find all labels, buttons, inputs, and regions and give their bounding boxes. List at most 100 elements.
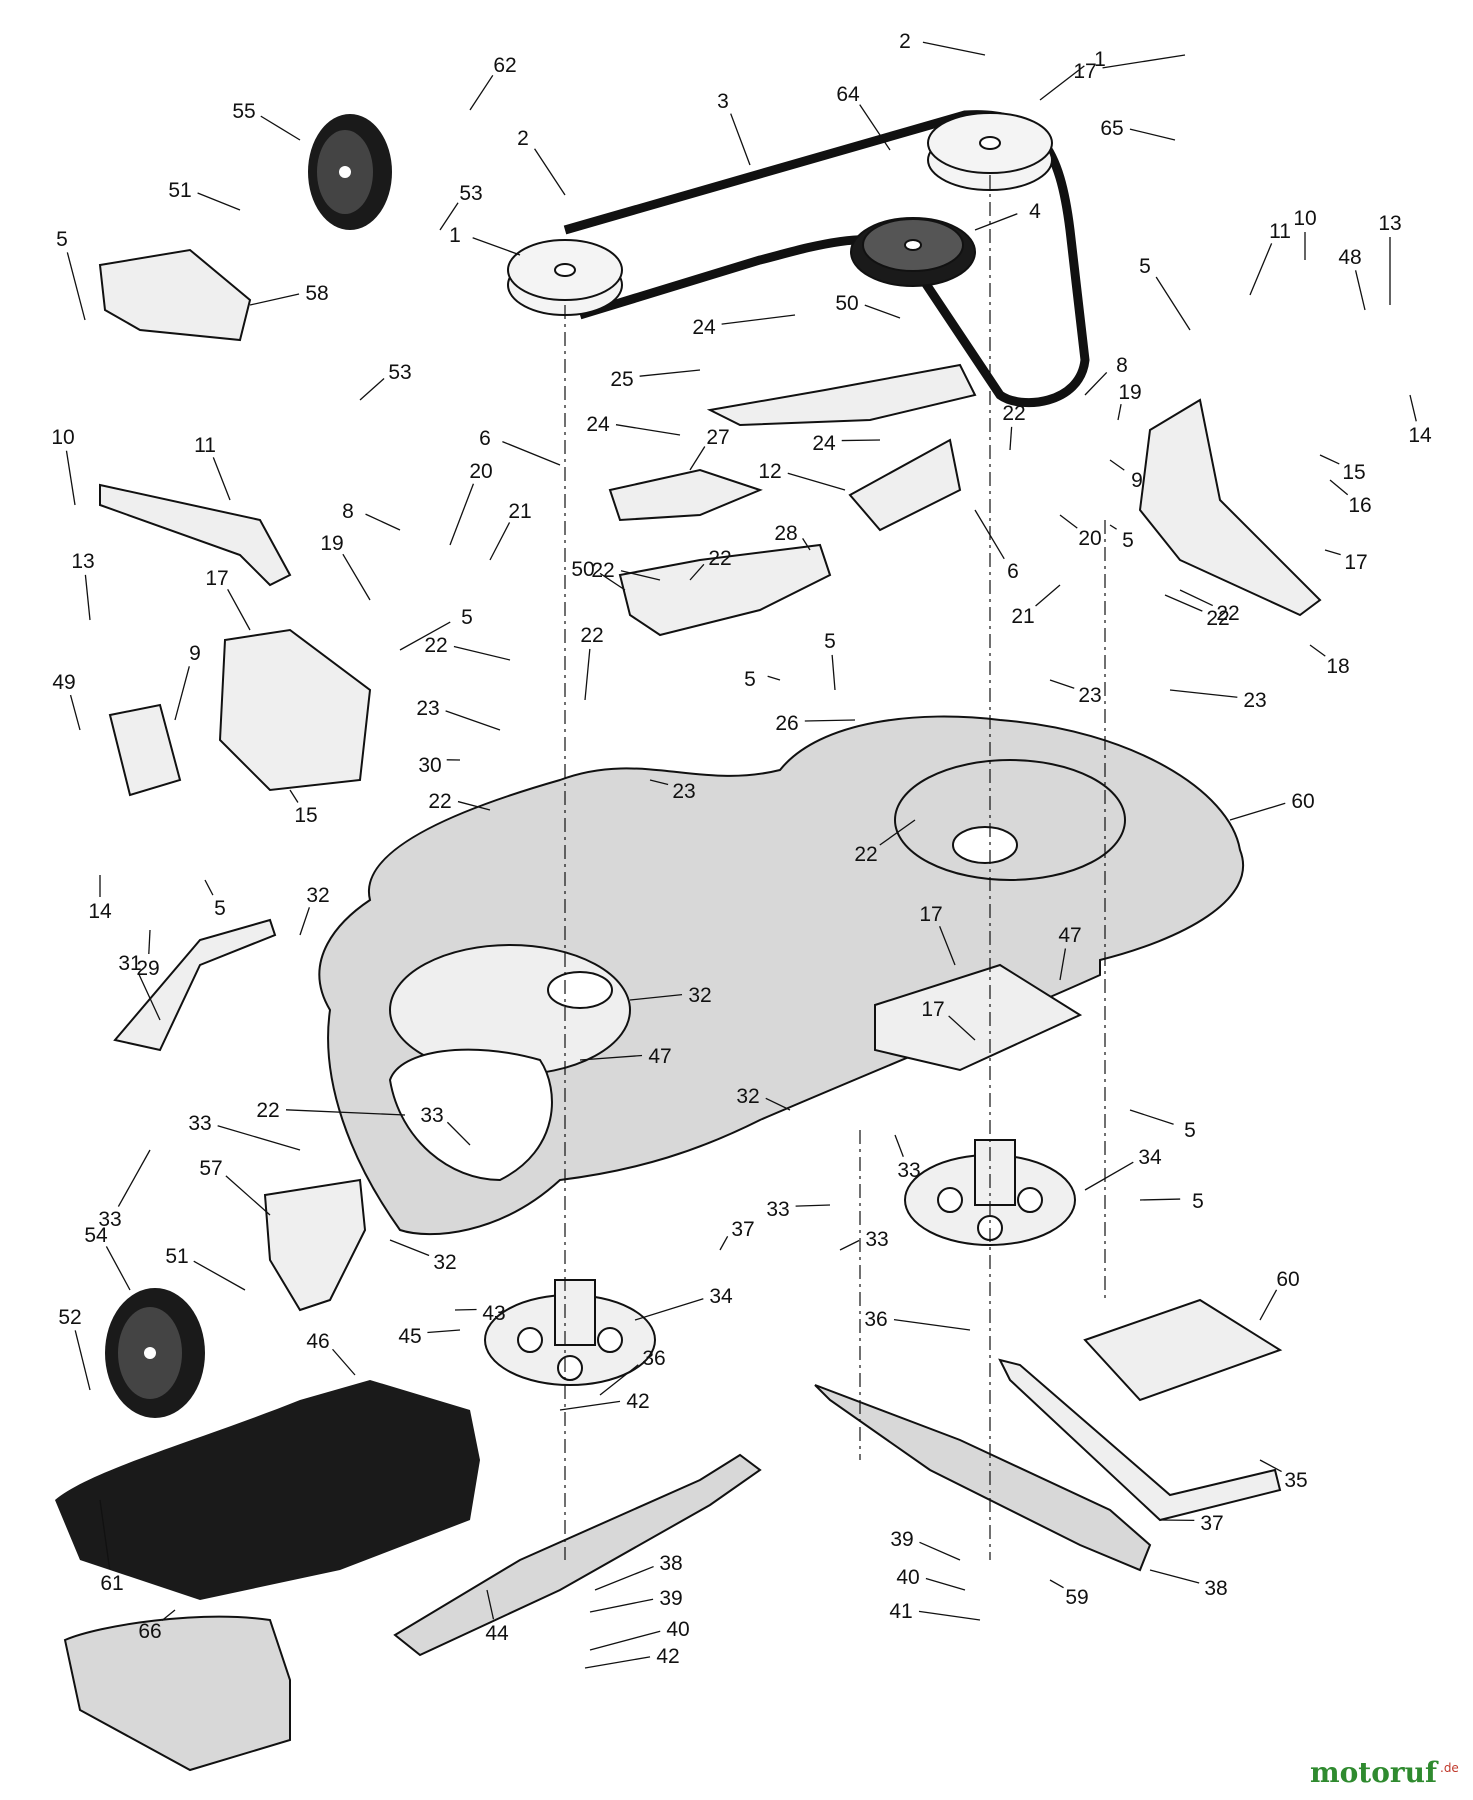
callout-leader-60 xyxy=(1229,802,1286,821)
callout-leader-34 xyxy=(634,1298,704,1321)
callout-leader-18 xyxy=(1309,644,1326,657)
callout-leader-5 xyxy=(399,621,451,651)
callout-leader-34 xyxy=(1084,1161,1134,1191)
callout-label-53: 53 xyxy=(388,361,411,384)
callout-label-17: 17 xyxy=(1344,551,1367,574)
callout-leader-65 xyxy=(1129,128,1176,141)
callout-leader-13 xyxy=(84,574,91,621)
callout-label-5: 5 xyxy=(744,668,756,691)
callout-label-51: 51 xyxy=(165,1245,188,1268)
callout-label-42: 42 xyxy=(626,1390,649,1413)
callout-leader-22 xyxy=(1009,426,1013,451)
callout-label-32: 32 xyxy=(688,984,711,1007)
callout-leader-33 xyxy=(839,1239,860,1251)
callout-leader-9 xyxy=(1109,459,1125,471)
callout-label-17: 17 xyxy=(919,903,942,926)
callout-leader-42 xyxy=(584,1656,651,1669)
callout-label-50: 50 xyxy=(571,558,594,581)
callout-label-15: 15 xyxy=(1342,461,1365,484)
callout-label-24: 24 xyxy=(586,413,610,436)
callout-label-60: 60 xyxy=(1291,790,1314,813)
callout-label-32: 32 xyxy=(736,1085,759,1108)
callout-leader-22 xyxy=(285,1109,406,1116)
callout-leader-5 xyxy=(1109,524,1117,530)
callout-label-12: 12 xyxy=(758,460,781,483)
callout-label-4: 4 xyxy=(1029,200,1041,223)
callout-label-29: 29 xyxy=(136,957,159,980)
callout-leader-22 xyxy=(584,648,591,701)
discharge-chute xyxy=(55,1380,480,1600)
callout-label-33: 33 xyxy=(897,1159,920,1182)
callout-leader-39 xyxy=(589,1598,654,1613)
callout-label-22: 22 xyxy=(580,624,603,647)
callout-leader-20 xyxy=(449,483,475,546)
callout-label-20: 20 xyxy=(469,460,492,483)
callout-label-19: 19 xyxy=(320,532,343,555)
callout-label-11: 11 xyxy=(194,434,216,457)
callout-leader-32 xyxy=(299,907,310,936)
callout-label-38: 38 xyxy=(1204,1577,1227,1600)
right-bracket-set xyxy=(998,398,1322,1522)
callout-leader-9 xyxy=(174,666,190,721)
callout-label-8: 8 xyxy=(342,500,354,523)
callout-leader-32 xyxy=(389,1239,430,1257)
callout-label-47: 47 xyxy=(1058,924,1081,947)
callout-label-5: 5 xyxy=(56,228,68,251)
callout-label-64: 64 xyxy=(836,83,860,106)
callout-label-22: 22 xyxy=(256,1099,279,1122)
callout-label-6: 6 xyxy=(479,427,491,450)
callout-leader-17 xyxy=(227,588,251,631)
left-bracket-set xyxy=(98,248,372,1312)
callout-label-54: 54 xyxy=(84,1224,108,1247)
callout-label-39: 39 xyxy=(659,1587,682,1610)
watermark-logo: motoruf .de xyxy=(1310,1756,1459,1789)
callout-label-5: 5 xyxy=(1139,255,1151,278)
callout-leader-38 xyxy=(594,1565,654,1591)
callout-label-42: 42 xyxy=(656,1645,679,1668)
callout-leader-5 xyxy=(1155,276,1191,331)
gauge-wheel-top xyxy=(308,114,392,230)
callout-leader-17 xyxy=(939,926,956,966)
callout-leader-10 xyxy=(65,450,76,506)
callout-leader-22 xyxy=(689,563,705,581)
callout-leader-54 xyxy=(105,1246,131,1291)
callout-label-14: 14 xyxy=(88,900,112,923)
callout-leader-33 xyxy=(217,1125,301,1151)
callout-label-2: 2 xyxy=(517,127,529,150)
callout-label-22: 22 xyxy=(591,559,614,582)
callout-leader-38 xyxy=(1149,1569,1200,1584)
callout-leader-48 xyxy=(1354,270,1366,311)
callout-label-31: 31 xyxy=(118,952,141,975)
callout-leader-20 xyxy=(1059,514,1078,529)
callout-leader-57 xyxy=(225,1175,271,1216)
callout-label-23: 23 xyxy=(1243,689,1266,712)
spindle-assembly-left xyxy=(484,1279,656,1386)
callout-label-28: 28 xyxy=(774,522,797,545)
callout-leader-33 xyxy=(795,1204,831,1207)
spindle-assembly-right xyxy=(904,1139,1076,1246)
callout-leader-36 xyxy=(893,1318,971,1331)
callout-label-35: 35 xyxy=(1284,1469,1307,1492)
callout-labels: 1122345555555556688991010111112131314141… xyxy=(51,30,1432,1669)
callout-leader-22 xyxy=(1179,589,1214,607)
callout-label-1: 1 xyxy=(449,224,461,247)
callout-leader-33 xyxy=(446,1121,471,1146)
callout-leader-24 xyxy=(615,424,681,436)
callout-label-22: 22 xyxy=(1002,402,1025,425)
callout-label-24: 24 xyxy=(692,316,716,339)
callout-label-16: 16 xyxy=(1348,494,1371,517)
callout-label-6: 6 xyxy=(1007,560,1019,583)
watermark-suffix: .de xyxy=(1440,1761,1459,1775)
callout-leader-46 xyxy=(332,1348,356,1376)
callout-label-39: 39 xyxy=(890,1528,913,1551)
callout-label-37: 37 xyxy=(731,1218,754,1241)
callout-label-17: 17 xyxy=(205,567,228,590)
callout-leader-61 xyxy=(99,1499,111,1570)
callout-label-47: 47 xyxy=(648,1045,671,1068)
callout-leader-55 xyxy=(260,115,301,141)
callout-label-23: 23 xyxy=(672,780,695,803)
callout-leader-32 xyxy=(629,993,683,1001)
callout-label-5: 5 xyxy=(1184,1119,1196,1142)
callout-leader-40 xyxy=(925,1577,966,1591)
callout-leader-60 xyxy=(1259,1289,1278,1321)
